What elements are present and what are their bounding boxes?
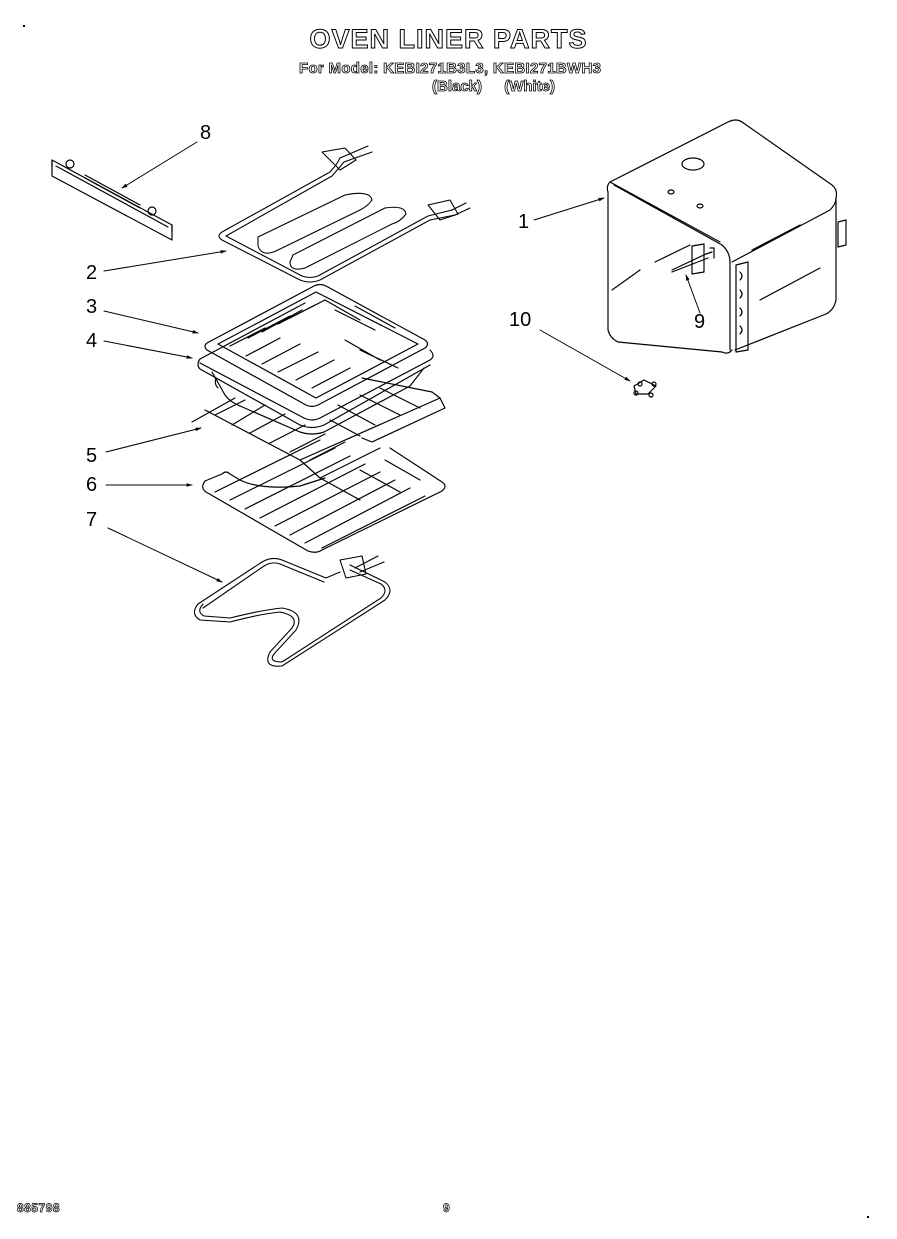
variant-black: (Black) [432,78,483,96]
leader-1 [533,197,605,221]
variant-white: (White) [504,78,556,96]
callout-6: 6 [86,474,98,496]
bracket-part-8 [51,159,173,241]
scan-speck [23,25,25,27]
oven-liner-part-1 [606,119,847,354]
callout-9: 9 [694,311,706,333]
callout-5: 5 [86,445,98,467]
model-line: For Model: KEBI271B3L3, KEBI271BWH3 [299,60,602,78]
callout-1: 1 [518,211,530,233]
leader-10 [539,329,631,382]
broiler-pan-grid-part-3 [204,283,429,408]
broil-element-part-2 [218,145,471,283]
color-variants: (Black) (White) [432,78,573,96]
document-code: 885798 [17,1201,61,1216]
leader-3 [103,310,199,334]
callout-2: 2 [86,262,98,284]
callout-3: 3 [86,296,98,318]
callout-4: 4 [86,330,98,352]
leader-5 [105,427,202,453]
callout-7: 7 [86,509,98,531]
leader-7 [107,527,223,583]
leader-8 [121,141,198,189]
scan-speck [867,1216,869,1218]
oven-rack-part-6 [202,439,446,553]
sensor-probe-part-9 [671,243,715,275]
leader-2 [103,250,227,272]
callout-10: 10 [509,309,532,331]
oven-rack-part-5 [191,377,446,479]
leader-9 [685,274,701,314]
page-number: 9 [443,1201,450,1216]
leader-4 [103,340,193,359]
page-title: OVEN LINER PARTS [309,24,588,55]
callout-8: 8 [200,122,212,144]
clip-part-10 [633,379,657,398]
bake-element-part-7 [193,555,391,667]
broiler-pan-part-4 [197,302,434,435]
